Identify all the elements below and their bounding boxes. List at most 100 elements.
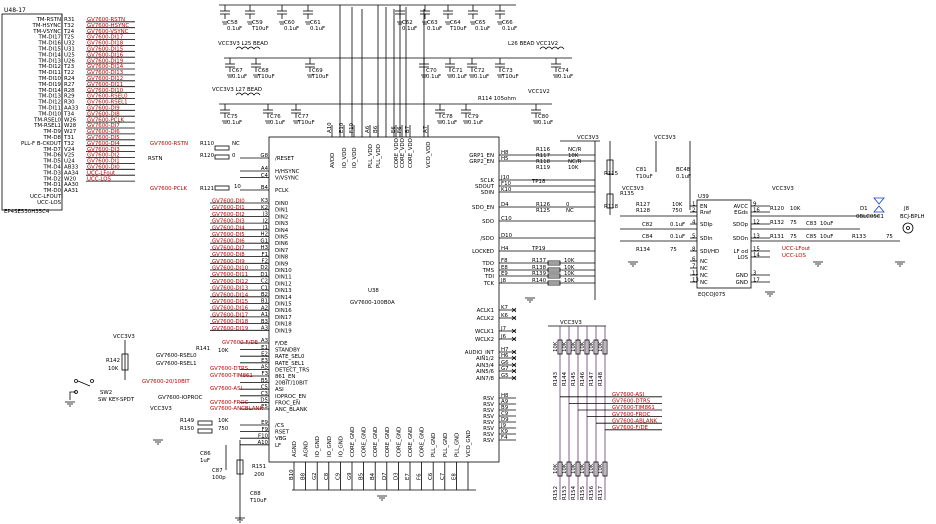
din-net: GV7600-DI18 (212, 319, 249, 325)
ic-pin-number: J8 (500, 278, 507, 284)
u39-pin-number: 8 (692, 247, 696, 253)
r127-val: 10K (672, 202, 683, 208)
c81-ref: C81 (636, 167, 647, 173)
ic-pin-name: DETECT_TRS (275, 367, 310, 373)
r116-ref: R116 (536, 147, 551, 153)
ic-pin-number: J9 (500, 423, 507, 429)
capacitor-value: 0.1uF (227, 120, 242, 126)
din-net: GV7600-DI6 (212, 239, 245, 245)
ic-top-pin-name: CORE_VDD (394, 138, 400, 168)
ic-bottom-pin-name: CORE_GND (350, 427, 356, 457)
u39-pin-name: Rref (700, 210, 711, 216)
ic-bottom-pin-name: AGND (292, 441, 298, 457)
ic-pin-number: E5 (261, 404, 268, 410)
connector-pin-name: TM-DI12 (38, 100, 62, 106)
connector-ball: U24 (64, 159, 75, 165)
r133-ref: R133 (852, 234, 866, 240)
ground-icon (445, 21, 451, 25)
connector-pin-name: TM-DI13 (38, 58, 62, 64)
ic-pin-name: DIN2 (275, 214, 288, 220)
ic-pin-number: F3 (261, 371, 268, 377)
ic-pin-name: F/DE (275, 341, 288, 347)
r135-ref: R135 (620, 191, 634, 197)
ic-pin-name: 861_EN (275, 374, 295, 380)
capacitor-ref: C79 (468, 114, 479, 120)
u38-part: GV7600-100B0A (350, 300, 395, 306)
connector-pin-name: TM-D5 (43, 159, 61, 165)
ic-pin-name: ACLK1 (477, 308, 494, 314)
connector-pin-name: TM-D2 (43, 176, 61, 182)
connector-net: GV7600-RSTN (87, 17, 125, 23)
connector-pin-name: TM-HSYNC (32, 23, 62, 29)
ic-pin-name: RSV (483, 420, 494, 426)
connector-net: GV7600-DI2 (87, 153, 120, 159)
ic-pin-number: B1 (261, 299, 268, 305)
c82-val: 0.1uF (670, 222, 685, 228)
capacitor-ref: C58 (227, 20, 238, 26)
ic-bottom-pin-number: B5 (359, 473, 365, 480)
u39-pin-name: EGds (734, 210, 748, 216)
ground-icon (463, 120, 469, 124)
resistor-ref: R143 (553, 372, 559, 386)
ic-pin-name: DIN7 (275, 248, 288, 254)
ic-top-pin-number: E10 (339, 122, 345, 133)
net-20bit: GV7600-20/10BIT (142, 379, 190, 385)
u39-pin-name: GND (736, 280, 748, 286)
ic-pin-number: A10 (257, 440, 268, 446)
din-net: GV7600-DI13 (212, 286, 248, 292)
resistor-value: 10K (553, 341, 559, 352)
ic-pin-name: ACLK2 (477, 316, 494, 322)
ic-pin-name: SDO_EN (472, 205, 494, 211)
ground-icon (470, 21, 476, 25)
ic-pin-name: DIN3 (275, 221, 288, 227)
ic-pin-name: FROC_EN (275, 400, 300, 406)
ic-pin-number: K3 (261, 198, 268, 204)
ic-pin-number: D4 (501, 202, 509, 208)
r125-val: NC (566, 208, 574, 214)
u39-pin-name: NC (700, 273, 708, 279)
resistor-body (547, 273, 561, 279)
connector-net: GV7600-DI1 (87, 159, 120, 165)
pullup-bank: VCC3V3 10KR143R15210K10KR144R15310K10KR1… (548, 320, 662, 500)
connector-net: GV7600-DI3 (87, 147, 120, 153)
ic-pin-name: LOCKED (472, 249, 494, 255)
ic-pin-number: J7 (500, 326, 506, 332)
connector-ball: U26 (64, 58, 75, 64)
net-fde: GV7600-F/DE (222, 340, 259, 346)
ground-icon (525, 297, 535, 303)
din-net: GV7600-DI1 (212, 205, 245, 211)
connector-ball: R30 (64, 100, 75, 106)
capacitor-ref: C69 (312, 68, 323, 74)
connector-net: GV7600-DI15 (87, 47, 123, 53)
capacitor-value: 0.1uF (475, 26, 490, 32)
resistor-body (547, 280, 561, 286)
ic-pin-number: A5 (261, 365, 268, 371)
c88-ref: C88 (250, 491, 261, 497)
r116-val: NC/R (568, 147, 582, 153)
ic-top-pin-name: PLL_VDD (368, 144, 374, 168)
u39-pin-name: SDOp (733, 222, 749, 228)
connector-ball: V25 (64, 153, 75, 159)
r119-val: 10K (568, 165, 579, 171)
connector-pin-name: TM-DI10 (38, 111, 62, 117)
connector-ball: W20 (64, 176, 77, 182)
u39-pin-number: 7 (692, 264, 695, 270)
ic-bottom-pin-name: CORE_GND (362, 427, 368, 457)
r151-ref: R151 (252, 464, 266, 470)
d1-part: 0BLC05C1 (856, 214, 884, 220)
pullup-net: GV7600-ASI (612, 392, 645, 398)
ic-top-pin-name: CORE_VDD (408, 138, 414, 168)
ic-pin-name: DIN4 (275, 228, 289, 234)
capacitor-value: 0.1uF (270, 120, 285, 126)
connector-pin-name: TM-DI19 (38, 82, 62, 88)
connector-ball: U25 (64, 52, 75, 58)
no-connect-icon (511, 349, 517, 355)
ic-pin-number: G8 (260, 153, 268, 159)
r142-ref: R142 (106, 358, 120, 364)
ground-symbols (65, 261, 905, 523)
connector-part: EP4SE530H35C4 (4, 209, 50, 215)
capacitor-value: 0.1uF (502, 26, 517, 32)
u39-pin-name: SDOn (733, 236, 748, 242)
no-connect-icon (511, 336, 517, 342)
r120b-ref: R120 (770, 206, 785, 212)
